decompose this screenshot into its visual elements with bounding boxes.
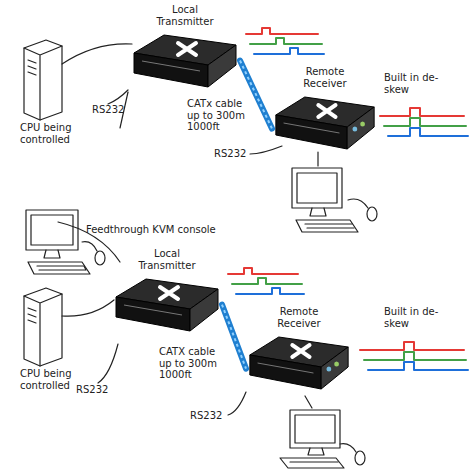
deskewed-signals (380, 108, 468, 136)
annotation-label: RS232 (190, 410, 230, 422)
unit-name: Local Transmitter (134, 248, 200, 271)
kvm-extender-unit: Local Transmitter (130, 4, 240, 91)
monitor-keyboard (280, 410, 365, 468)
cpu-tower (24, 40, 62, 120)
extender-box (246, 333, 352, 393)
monitor-keyboard (26, 210, 105, 274)
annotation-label: RS232 (92, 104, 132, 116)
annotation-label: RS232 (214, 148, 254, 160)
annotation-label: CPU being controlled (20, 122, 82, 145)
skewed-signals (228, 268, 304, 294)
catx-cable (222, 305, 246, 369)
cable-label: CATx cable up to 300m 1000ft (186, 98, 250, 133)
annotation-label: RS232 (76, 384, 116, 396)
annotation-label: Built in de-skew (384, 72, 442, 95)
annotation-label: Built in de-skew (384, 306, 442, 329)
deskewed-signals (360, 342, 468, 370)
unit-name: Remote Receiver (266, 306, 332, 329)
annotation-label: CPU being controlled (20, 368, 82, 391)
skewed-signals (246, 28, 324, 54)
unit-name: Local Transmitter (152, 4, 218, 27)
unit-name: Remote Receiver (292, 66, 358, 89)
extender-box (272, 93, 378, 153)
extender-box (130, 31, 240, 91)
kvm-extender-unit: Local Transmitter (112, 248, 222, 335)
monitor-keyboard (292, 168, 377, 232)
cable-label: CATX cable up to 300m 1000ft (158, 346, 222, 381)
annotation-label: Feedthrough KVM console (86, 224, 236, 236)
kvm-extender-unit: Remote Receiver (272, 66, 378, 153)
cpu-tower (24, 288, 62, 366)
extender-box (112, 275, 222, 335)
kvm-extender-unit: Remote Receiver (246, 306, 352, 393)
